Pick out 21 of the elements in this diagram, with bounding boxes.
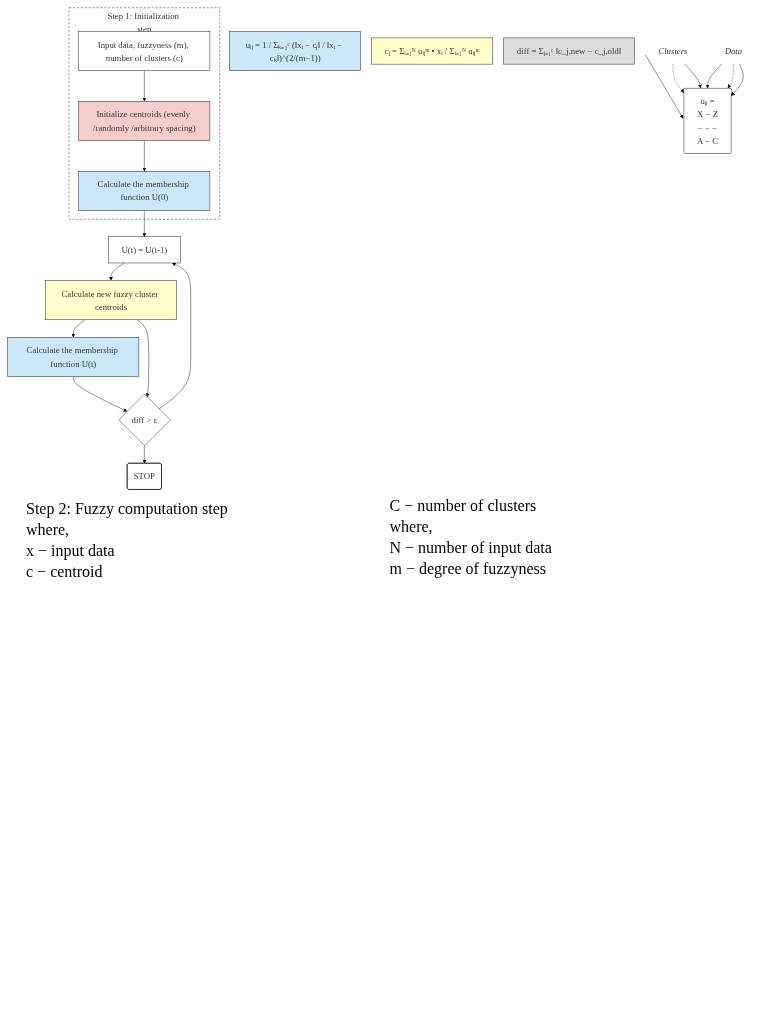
node-box: U(t) = U(t-1) (108, 236, 181, 264)
node-box: Input data, fuzzyness (m), number of clusters (c) (78, 31, 211, 71)
note-text: N − number of input data (389, 539, 553, 558)
note-text: m − degree of fuzzyness (389, 560, 547, 579)
node-box: cⱼ = Σᵢ₌₁ᴺ uᵢⱼᵐ • xᵢ / Σᵢ₌₁ᴺ uᵢⱼᵐ (371, 37, 494, 65)
node-box: diff = Σⱼ₌₁ᶜ ‖c_j,new − c_j,old‖ (503, 37, 635, 65)
note-text: x − input data (26, 542, 116, 561)
note-text: c − centroid (26, 563, 104, 582)
node-box: Initialize centroids (evenly /randomly /arbitrary spacing) (78, 101, 211, 141)
note-text: where, (26, 521, 71, 540)
note-text: where, (389, 518, 434, 537)
node-text: Clusters (658, 46, 688, 56)
node-box: Calculate the membership function U(t) (7, 337, 140, 377)
note-text: Step 2: Fuzzy computation step (26, 500, 229, 519)
node-box: Calculate the membership function U(0) (78, 171, 211, 211)
node-box: Calculate new fuzzy cluster centroids (45, 280, 177, 320)
node-diamond: diff > ε (118, 393, 171, 446)
note-text: C − number of clusters (389, 497, 538, 516)
node-text: Data (724, 46, 743, 56)
node-box: uᵢⱼ = X − Z − − − A − C (683, 87, 732, 154)
node-box: uᵢⱼ = 1 / Σₖ₌₁ᶜ (‖xᵢ − cⱼ‖ / ‖xᵢ − cₖ‖)^(2/(m−1)) (229, 31, 361, 71)
